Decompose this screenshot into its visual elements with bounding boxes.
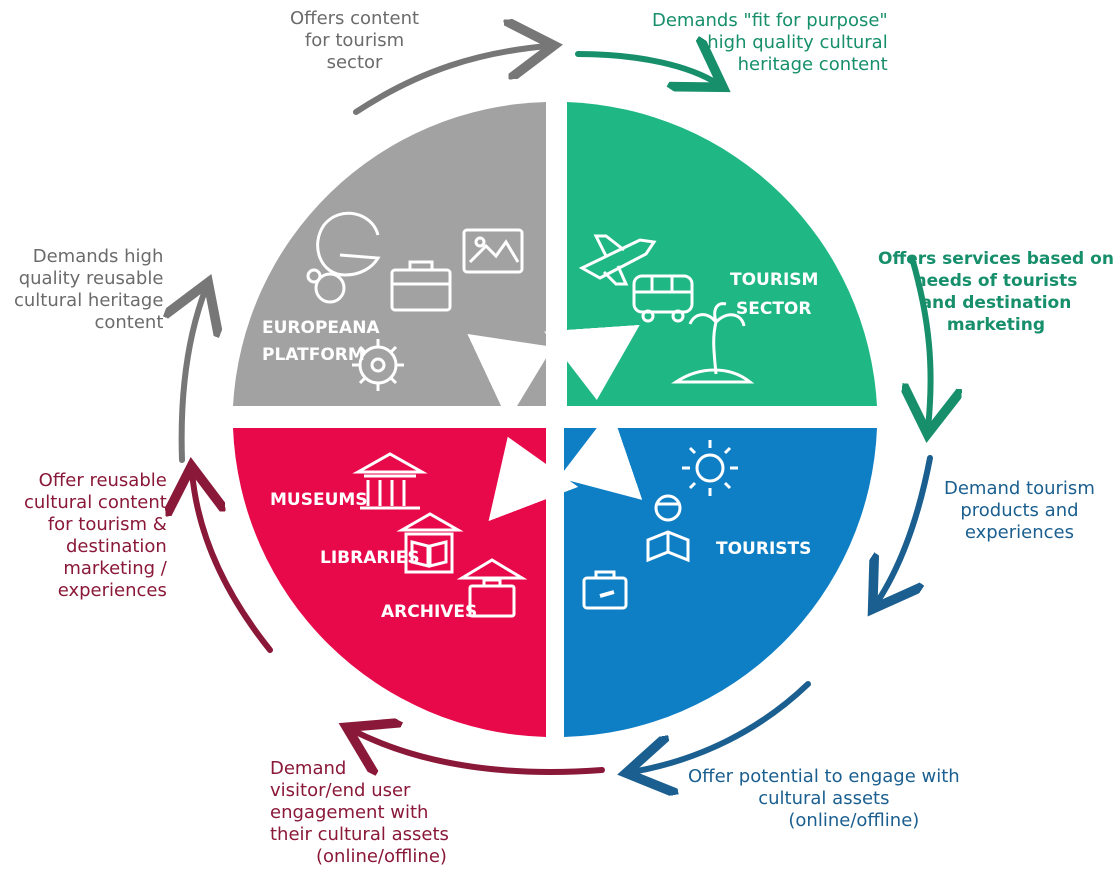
annotation-right-lower: Demand tourism products and experiences xyxy=(944,478,1095,543)
annotation-top-right: Demands "fit for purpose" high quality c… xyxy=(652,10,888,75)
palm-island-icon xyxy=(671,302,755,384)
gear-icon xyxy=(352,339,404,391)
center-cycle-arrows-icon xyxy=(467,324,643,522)
quadrant-europeana xyxy=(233,102,546,406)
annotation-left-upper: Demands high quality reusable cultural h… xyxy=(14,246,164,333)
annotation-top-left: Offers content for tourism sector xyxy=(290,8,420,73)
annotation-right-upper: Offers services based on needs of touris… xyxy=(878,249,1114,335)
annotation-bottom-right: Offer potential to engage with cultural … xyxy=(688,766,960,831)
arrow-top-right xyxy=(575,54,718,84)
arrow-bottom-left xyxy=(352,730,605,772)
airplane-icon xyxy=(578,234,657,286)
tourism-label-line2: SECTOR xyxy=(736,299,811,319)
image-icon xyxy=(462,228,524,274)
tourists-label: TOURISTS xyxy=(716,539,811,559)
archive-icon xyxy=(456,558,528,618)
museum-icon xyxy=(352,452,428,510)
annotation-bottom-left: Demand visitor/end user engagement with … xyxy=(270,758,449,867)
reading-tourist-icon xyxy=(646,494,690,563)
museums-label: MUSEUMS xyxy=(270,490,368,510)
quadrant-institutions xyxy=(233,428,546,737)
libraries-label: LIBRARIES xyxy=(320,548,420,568)
tourism-label-line1: TOURISM xyxy=(730,270,818,290)
arrow-right-upper xyxy=(912,255,931,428)
quadrant-tourism-sector xyxy=(567,102,877,406)
quadrant-tourists xyxy=(564,428,877,737)
arrow-left-lower xyxy=(192,472,273,653)
suitcase-icon xyxy=(582,570,628,610)
arrow-left-upper xyxy=(182,288,206,463)
briefcase-icon xyxy=(390,260,452,312)
europeana-label-line2: PLATFORM xyxy=(262,345,365,365)
arrow-top-left xyxy=(353,46,548,115)
archives-label: ARCHIVES xyxy=(381,602,477,622)
sun-icon xyxy=(682,440,738,496)
bus-icon xyxy=(632,274,694,323)
library-icon xyxy=(396,512,464,574)
europeana-label-line1: EUROPEANA xyxy=(262,318,380,338)
arrow-bottom-right xyxy=(632,681,811,772)
arrow-right-lower xyxy=(876,455,933,604)
europeana-e-logo-icon xyxy=(306,211,381,304)
annotation-left-lower: Offer reusable cultural content for tour… xyxy=(24,470,167,601)
